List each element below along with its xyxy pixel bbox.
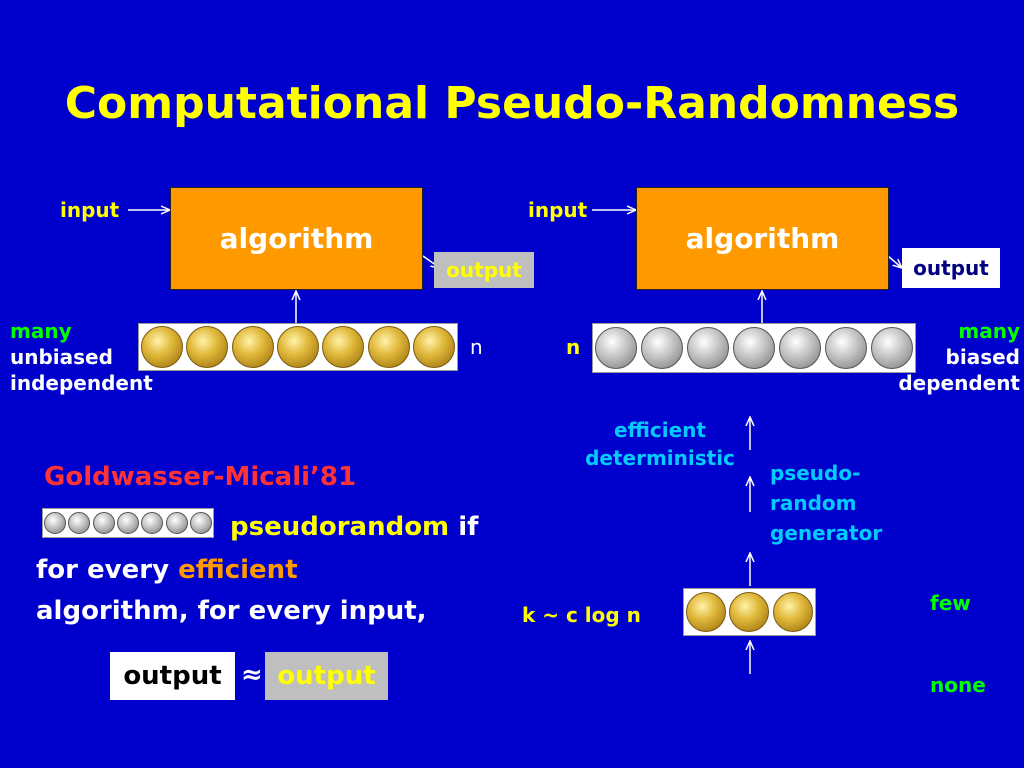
silver-coin-icon: [141, 512, 164, 534]
slide-title: Computational Pseudo-Randomness: [64, 78, 960, 129]
silver-coin-icon: [779, 327, 821, 369]
gold-coin-icon: [186, 326, 229, 368]
right-n-label: n: [566, 335, 581, 359]
left-coin-strip: [138, 323, 458, 371]
gold-coin-icon: [729, 592, 770, 632]
none-label: none: [930, 673, 986, 697]
silver-coin-icon: [44, 512, 67, 534]
efficient-deterministic-label: efficient deterministic: [570, 416, 750, 472]
for-every-text: for every: [36, 555, 179, 585]
left-properties: many unbiased independent: [10, 318, 153, 396]
silver-coin-icon: [641, 327, 683, 369]
right-algorithm-box: algorithm: [636, 187, 889, 290]
attribution: Goldwasser-Micali’81: [44, 462, 357, 492]
gold-coin-icon: [413, 326, 456, 368]
silver-coin-icon: [595, 327, 637, 369]
definition-coin-strip: [42, 508, 214, 538]
left-input-label: input: [60, 198, 120, 222]
left-property-many: many: [10, 319, 72, 343]
seed-coin-strip: [683, 588, 816, 636]
right-properties: many biased dependent: [896, 318, 1020, 396]
right-property-many: many: [958, 319, 1020, 343]
right-property-dependent: dependent: [898, 371, 1020, 395]
right-output-box: output: [902, 248, 1000, 288]
right-property-biased: biased: [945, 345, 1020, 369]
silver-coin-icon: [165, 512, 188, 534]
prg-label-line1: pseudo-: [770, 461, 861, 485]
efficient-emph: efficient: [178, 555, 298, 585]
right-output-arrow: [887, 255, 902, 268]
definition-line2: for every efficient: [36, 555, 298, 585]
gold-coin-icon: [140, 326, 183, 368]
output-right-box: output: [265, 652, 388, 700]
left-n-label: n: [470, 335, 483, 359]
gold-coin-icon: [231, 326, 274, 368]
left-output-box: output: [434, 252, 534, 288]
definition-line3: algorithm, for every input,: [36, 596, 427, 626]
few-label: few: [930, 591, 971, 615]
right-coin-strip: [592, 323, 916, 373]
silver-coin-icon: [871, 327, 913, 369]
left-property-unbiased: unbiased: [10, 345, 113, 369]
prg-label: pseudo- random generator: [770, 458, 882, 548]
silver-coin-icon: [92, 512, 115, 534]
gold-coin-icon: [322, 326, 365, 368]
silver-coin-icon: [68, 512, 91, 534]
pseudorandom-phrase: pseudorandom if: [230, 512, 478, 542]
if-word: if: [458, 512, 479, 542]
left-algorithm-box: algorithm: [170, 187, 423, 290]
prg-label-line2: random: [770, 491, 857, 515]
pseudorandom-word: pseudorandom: [230, 512, 450, 542]
deterministic-label: deterministic: [585, 446, 735, 470]
silver-coin-icon: [687, 327, 729, 369]
silver-coin-icon: [825, 327, 867, 369]
prg-label-line3: generator: [770, 521, 883, 545]
output-left-box: output: [110, 652, 235, 700]
gold-coin-icon: [773, 592, 814, 632]
gold-coin-icon: [367, 326, 410, 368]
silver-coin-icon: [189, 512, 212, 534]
left-property-independent: independent: [10, 371, 153, 395]
efficient-label: efficient: [614, 418, 706, 442]
silver-coin-icon: [733, 327, 775, 369]
approx-symbol: ≈: [241, 660, 263, 690]
right-input-label: input: [528, 198, 588, 222]
seed-length-label: k ~ c log n: [522, 603, 641, 627]
gold-coin-icon: [276, 326, 319, 368]
silver-coin-icon: [116, 512, 139, 534]
gold-coin-icon: [685, 592, 726, 632]
